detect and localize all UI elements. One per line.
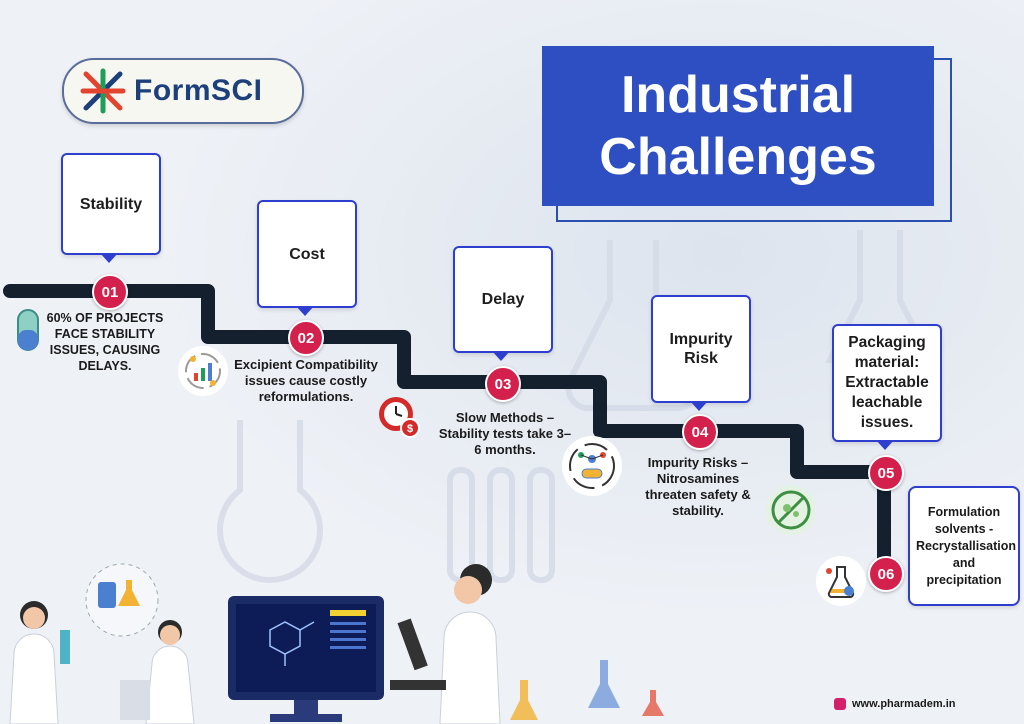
logo-wordmark: FormSCI <box>134 74 263 107</box>
instagram-icon <box>834 698 846 710</box>
svg-text:$: $ <box>407 423 413 435</box>
scientists-illustration <box>9 563 664 724</box>
step-desc-06: Formulation solvents - Recrystallisation… <box>908 486 1020 606</box>
title-box: Industrial Challenges <box>542 46 934 206</box>
molecule-capsule-icon <box>562 436 622 496</box>
step-desc-01: 60% OF PROJECTS FACE STABILITY ISSUES, C… <box>46 311 164 373</box>
step-badge-06: 06 <box>868 556 904 592</box>
clock-money-icon: $ <box>376 394 422 440</box>
card-pointer <box>876 440 894 450</box>
card-pointer <box>492 351 510 361</box>
footer-website[interactable]: www.pharmadem.in <box>834 698 956 710</box>
step-badge-02: 02 <box>288 320 324 356</box>
step-badge-05: 05 <box>868 455 904 491</box>
card-pointer <box>100 253 118 263</box>
card-stability: Stability <box>61 153 161 255</box>
step-desc-03: Slow Methods – Stability tests take 3–6 … <box>438 410 572 457</box>
card-pointer <box>296 306 314 316</box>
title-line-2: Challenges <box>599 128 877 186</box>
step-badge-03: 03 <box>485 366 521 402</box>
card-impurity-risk: Impurity Risk <box>651 295 751 403</box>
step-desc-04: Impurity Risks – Nitrosamines threaten s… <box>645 455 751 518</box>
flask-icon <box>816 556 866 606</box>
no-bacteria-icon <box>766 485 816 535</box>
logo-mark-icon <box>80 68 126 114</box>
card-packaging-material: Packaging material: Extractable leachabl… <box>832 324 942 442</box>
card-delay: Delay <box>453 246 553 353</box>
capsule-icon <box>17 309 39 351</box>
step-desc-02: Excipient Compatibility issues cause cos… <box>234 357 378 404</box>
title-line-1: Industrial <box>620 66 856 124</box>
cost-chart-icon <box>178 346 228 396</box>
step-badge-04: 04 <box>682 414 718 450</box>
formsci-logo: FormSCI <box>62 58 304 124</box>
card-cost: Cost <box>257 200 357 308</box>
card-pointer <box>690 401 708 411</box>
step-badge-01: 01 <box>92 274 128 310</box>
